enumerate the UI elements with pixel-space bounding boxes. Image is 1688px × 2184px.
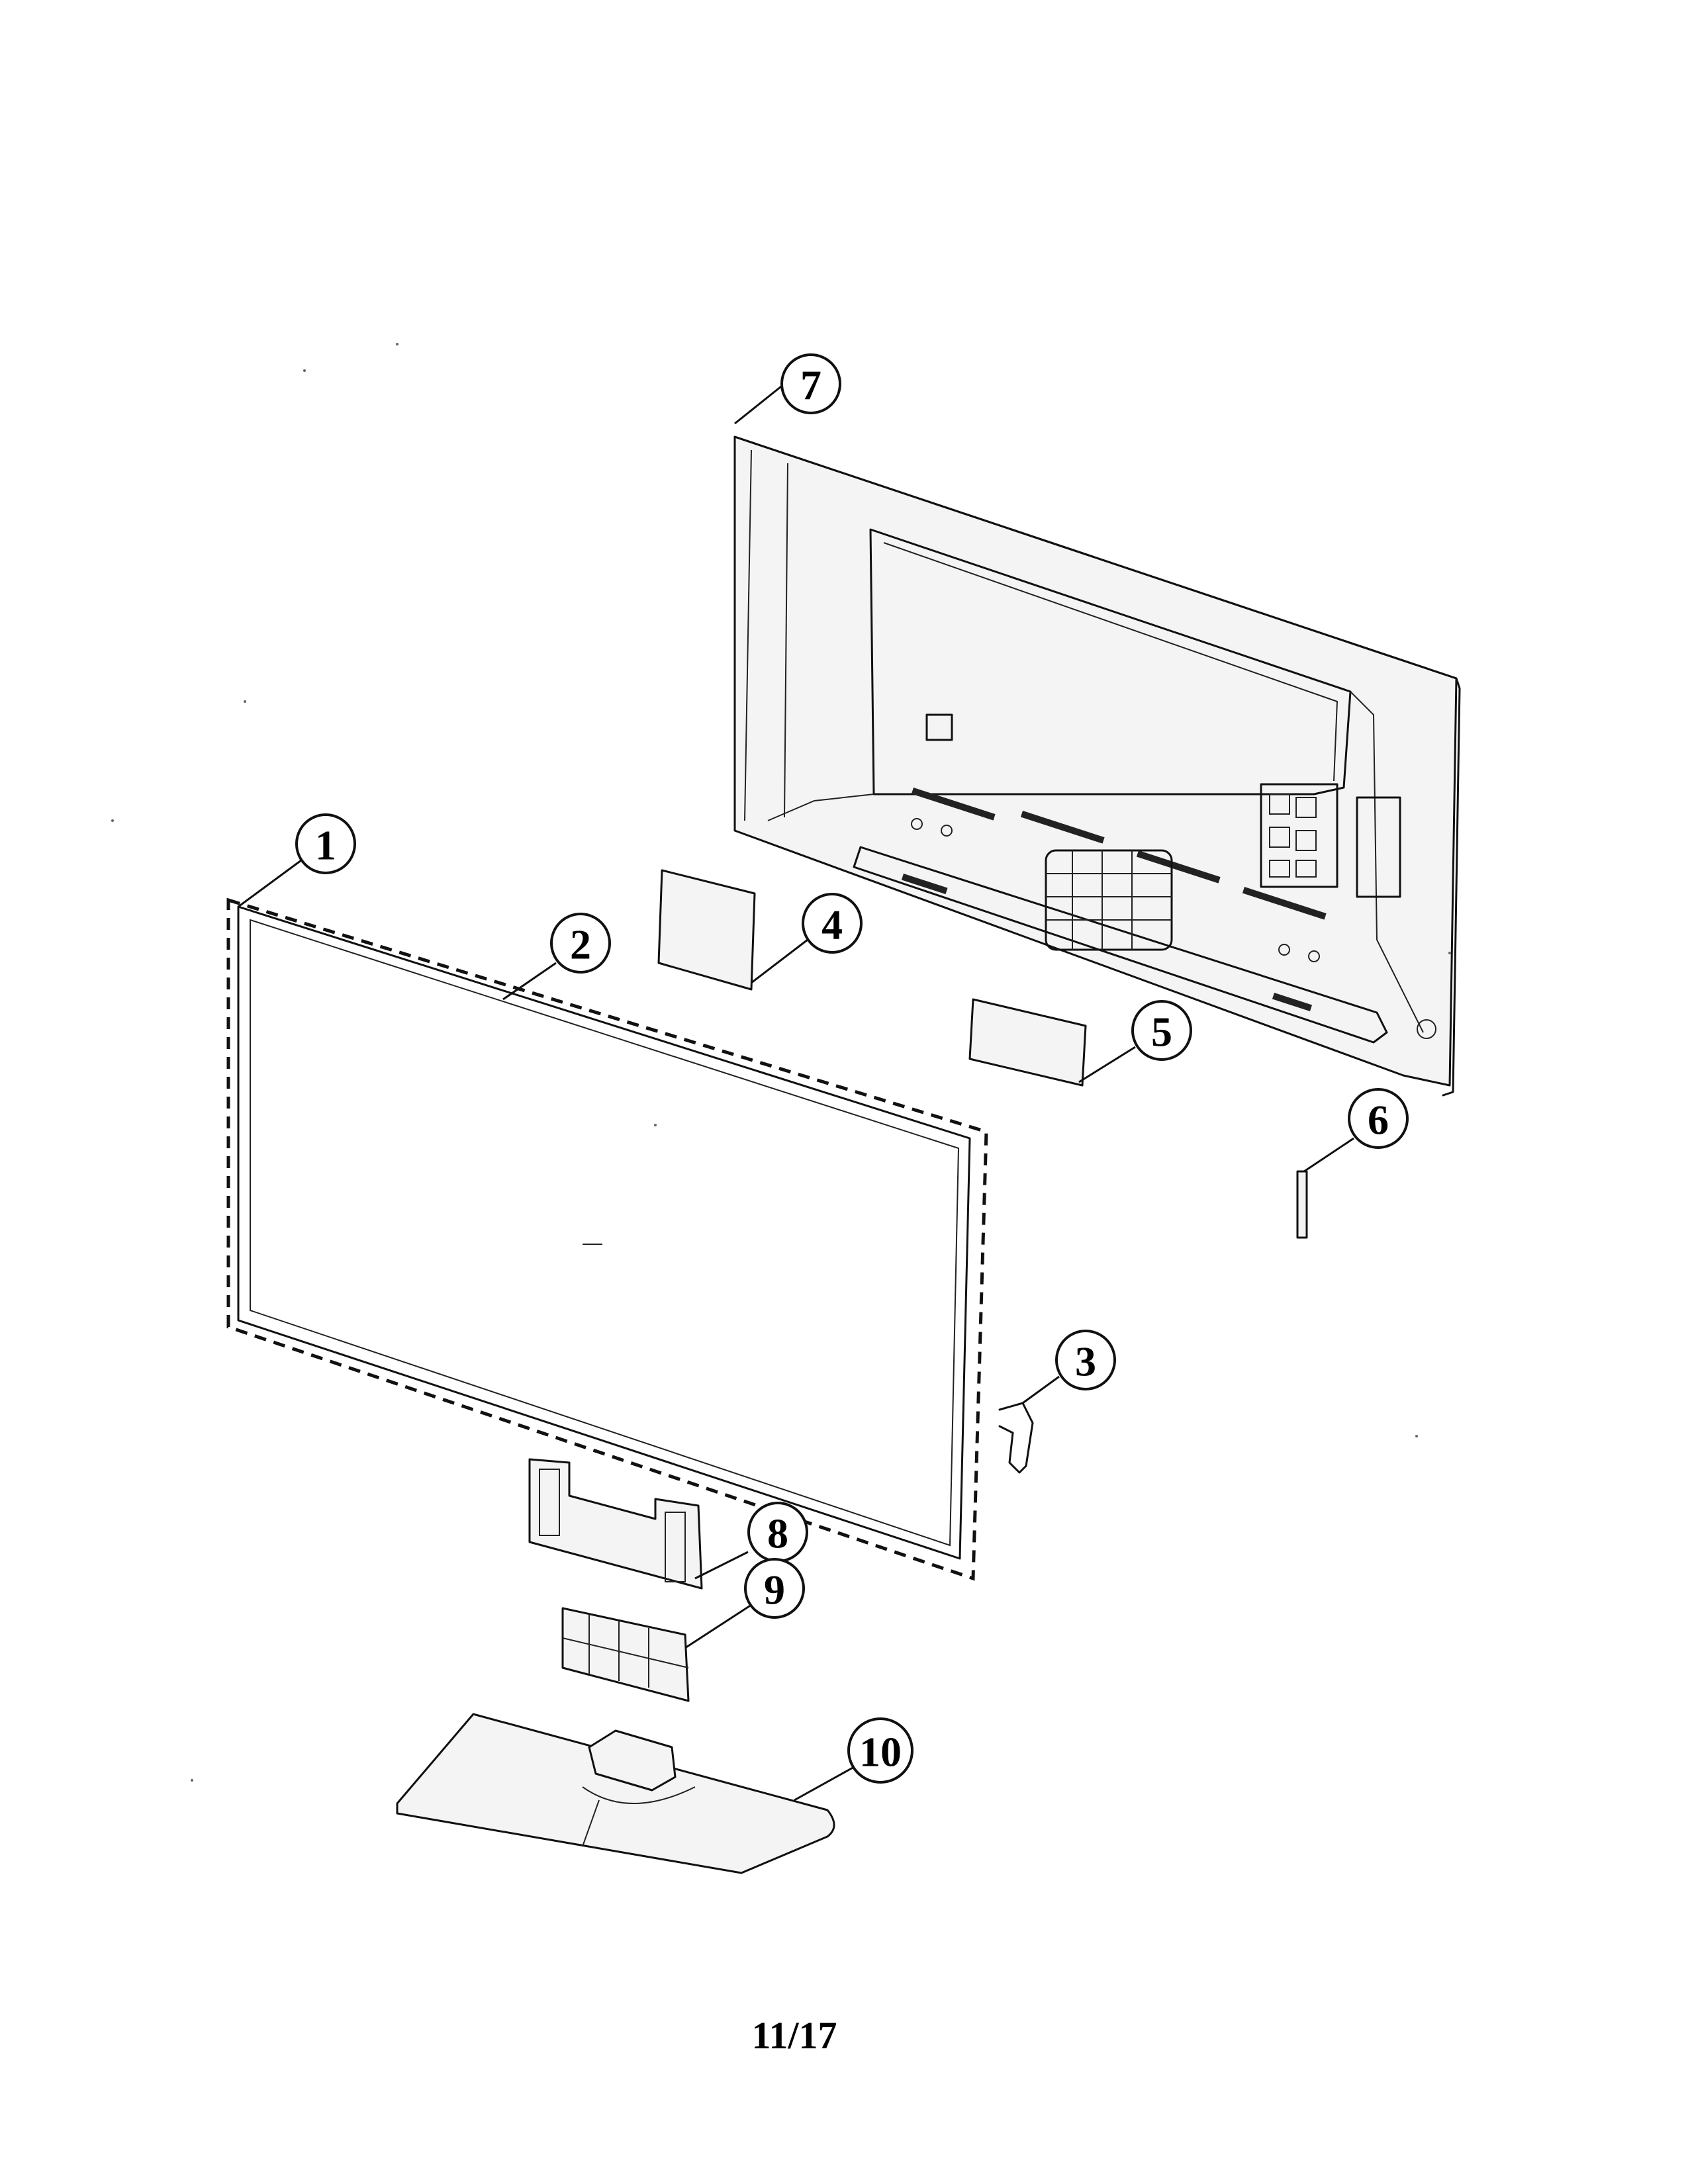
callout-4-label: 4 bbox=[821, 901, 843, 948]
callout-7-label: 7 bbox=[800, 362, 821, 409]
callout-3-label: 3 bbox=[1075, 1338, 1096, 1385]
scan-specks bbox=[111, 343, 1451, 1782]
callout-1-label: 1 bbox=[315, 822, 336, 869]
stand-base-part-10 bbox=[396, 1713, 835, 1874]
rear-cover-part bbox=[733, 435, 1461, 1097]
board-part-5 bbox=[968, 998, 1087, 1087]
leader-lines bbox=[238, 383, 1354, 1801]
hinge-part-3 bbox=[998, 1402, 1034, 1474]
callout-2-label: 2 bbox=[570, 921, 591, 968]
callout-9: 9 bbox=[744, 1558, 805, 1619]
stand-bracket-part-8 bbox=[528, 1458, 703, 1590]
callout-4: 4 bbox=[802, 893, 863, 954]
callout-2: 2 bbox=[550, 913, 611, 974]
callout-8-label: 8 bbox=[767, 1510, 788, 1557]
board-part-4 bbox=[657, 869, 756, 991]
callout-6-label: 6 bbox=[1368, 1097, 1389, 1144]
callout-1: 1 bbox=[295, 813, 356, 874]
callout-8: 8 bbox=[747, 1502, 808, 1563]
stand-neck-part-9 bbox=[561, 1607, 690, 1702]
front-bezel-assembly bbox=[226, 897, 988, 1581]
page-number: 11/17 bbox=[752, 2014, 837, 2057]
callout-10: 10 bbox=[847, 1717, 914, 1784]
callout-5-label: 5 bbox=[1151, 1009, 1172, 1056]
callout-7: 7 bbox=[780, 353, 841, 414]
callout-9-label: 9 bbox=[764, 1567, 785, 1614]
callout-3: 3 bbox=[1055, 1330, 1116, 1390]
callout-10-label: 10 bbox=[859, 1729, 902, 1776]
callout-5: 5 bbox=[1131, 1000, 1192, 1061]
bracket-part-6 bbox=[1296, 1170, 1308, 1239]
callout-6: 6 bbox=[1348, 1088, 1409, 1149]
